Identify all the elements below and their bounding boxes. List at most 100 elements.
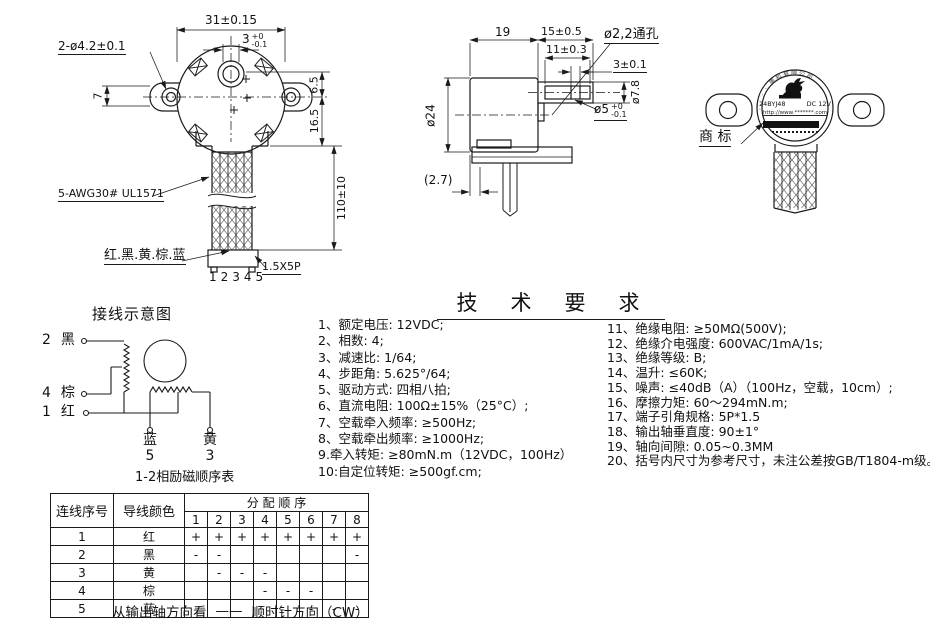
front-view-drawing xyxy=(102,27,342,273)
dim-side-shaft-length: 11±0.3 xyxy=(546,43,587,56)
pin-numbers: 12345 xyxy=(209,270,268,284)
tech-item: 14、温升: ≤60K; xyxy=(607,365,708,381)
side-cable xyxy=(502,163,518,217)
dim-front-shaft-tol: +0 -0.1 xyxy=(252,33,268,49)
seq-cell xyxy=(322,581,346,600)
seq-cell xyxy=(299,545,323,564)
terminal-3-yellow: 黄 3 xyxy=(200,432,220,464)
tech-item: 2、相数: 4; xyxy=(318,333,384,349)
step-col: 3 xyxy=(230,511,254,528)
seq-cell: + xyxy=(322,527,346,546)
dim-cable-length: 110±10 xyxy=(335,175,349,221)
terminal-color: 黑 xyxy=(60,332,75,348)
cable-spec-label: 5-AWG30# UL1571 xyxy=(58,187,164,203)
tech-item: 10:自定位转矩: ≥500gf.cm; xyxy=(318,463,482,479)
dim-boss-height: 6.5 xyxy=(307,76,321,94)
wire-color: 黑 xyxy=(113,545,185,564)
table-header-wire-color: 导线颜色 xyxy=(113,493,185,528)
table-row: 3 黄 - - - xyxy=(50,563,369,582)
tech-item: 8、空载牵出频率: ≥1000Hz; xyxy=(318,431,485,447)
dim-boss-dia: ø7.8 xyxy=(629,79,643,105)
tech-item: 7、空载牵入频率: ≥500Hz; xyxy=(318,414,477,430)
dim-body-dia: ø24 xyxy=(423,104,438,127)
table-row: 4 棕 - - - xyxy=(50,581,369,600)
terminal-num: 1 xyxy=(42,404,51,420)
label-model: 24BYJ48 xyxy=(759,100,786,108)
terminal-color: 蓝 xyxy=(143,432,157,448)
coil-horizontal xyxy=(149,385,193,394)
step-col: 4 xyxy=(253,511,277,528)
dim-side-hole-offset: 3±0.1 xyxy=(613,58,647,74)
dim-shaft-dia: ø5 +0 -0.1 xyxy=(594,102,627,121)
wire-no: 1 xyxy=(50,527,114,546)
wire-color: 棕 xyxy=(113,581,185,600)
seq-cell: + xyxy=(276,527,300,546)
dim-shaft-dia-tol: +0 -0.1 xyxy=(611,103,627,119)
tol-top: +0 xyxy=(251,32,264,41)
seq-cell: + xyxy=(230,527,254,546)
tech-requirements-left-column: 1、额定电压: 12VDC; 2、相数: 4; 3、减速比: 1/64; 4、步… xyxy=(318,317,572,480)
dim-mount-holes: 2-ø4.2±0.1 xyxy=(58,39,126,56)
seq-cell xyxy=(299,563,323,582)
hole-callout: ø2,2通孔 xyxy=(604,27,659,45)
trademark-view-drawing: · · · · 电机有限公司 xyxy=(705,69,885,214)
step-col: 2 xyxy=(207,511,231,528)
wire-color: 红 xyxy=(113,527,185,546)
front-centerlines xyxy=(143,36,330,142)
terminal-1-red: 1 红 xyxy=(42,404,75,420)
tech-item: 5、驱动方式: 四相八拍; xyxy=(318,382,451,398)
tech-item: 16、摩擦力矩: 60～294mN.m; xyxy=(607,394,788,410)
label-voltage: DC 12V xyxy=(806,100,831,108)
terminal-color: 黄 xyxy=(203,432,217,448)
seq-cell xyxy=(230,581,254,600)
step-col: 5 xyxy=(276,511,300,528)
label-url: http://www.*******.com xyxy=(762,110,828,116)
seq-cell: - xyxy=(345,599,369,618)
seq-cell: + xyxy=(184,527,208,546)
wire-no: 3 xyxy=(50,563,114,582)
tech-item: 1、额定电压: 12VDC; xyxy=(318,317,444,332)
view-note: 从输出轴方向看 xyxy=(112,605,207,621)
table-row: 1 红 + + + + + + + + xyxy=(50,527,369,546)
seq-cell: - xyxy=(253,563,277,582)
seq-cell xyxy=(230,545,254,564)
tech-requirements-title: 技 术 要 求 xyxy=(437,287,665,320)
label-logo-bird xyxy=(779,78,805,99)
dim-front-shaft-value: 3 xyxy=(242,32,250,46)
seq-cell: - xyxy=(230,563,254,582)
tech-item: 19、轴向间隙: 0.05~0.3MM xyxy=(607,438,774,454)
connector-spec-label: 1.5X5P xyxy=(262,260,301,276)
seq-cell xyxy=(253,545,277,564)
terminal-2-black: 2 黑 xyxy=(42,332,75,348)
wire-color: 蓝 xyxy=(113,599,185,618)
tech-item: 9.牵入转矩: ≥80mN.m（12VDC，100Hz） xyxy=(318,447,573,463)
wiring-diagram-linework xyxy=(80,337,214,434)
tech-item: 6、直流电阻: 100Ω±15%（25°C）; xyxy=(318,398,529,414)
tech-item: 15、噪声: ≤40dB（A）（100Hz，空载，10cm）; xyxy=(607,379,893,395)
tech-requirements-right-column: 11、绝缘电阻: ≥50MΩ(500V); 12、绝缘介电强度: 600VAC/… xyxy=(607,321,930,469)
front-housing xyxy=(195,131,269,153)
table-header-wire-no: 连线序号 xyxy=(50,493,114,528)
wire-colors-label: 红.黑.黄.棕.蓝 xyxy=(104,248,186,266)
seq-cell: + xyxy=(207,527,231,546)
seq-cell: - xyxy=(345,545,369,564)
side-dimensions xyxy=(444,37,630,196)
wiring-caption: 1-2相励磁顺序表 xyxy=(135,470,235,485)
seq-cell: + xyxy=(345,527,369,546)
seq-cell: + xyxy=(253,527,277,546)
step-col: 8 xyxy=(345,511,369,528)
seq-cell xyxy=(276,545,300,564)
tol-bot: -0.1 xyxy=(610,110,627,119)
step-col: 6 xyxy=(299,511,323,528)
label-barcode xyxy=(763,121,819,128)
trademark-callout: 商 标 xyxy=(699,129,732,148)
table-caption: 从输出轴方向看 —— 顺时针方向（CW） xyxy=(112,601,369,621)
coil-vertical xyxy=(122,343,131,393)
table-row: 5 蓝 - - - xyxy=(50,599,369,618)
dim-bracket-offset: (2.7) xyxy=(424,173,453,187)
phase-sequence-table: 连线序号 导线颜色 分 配 顺 序 1 2 3 4 5 6 7 8 1 红 + … xyxy=(50,493,369,618)
rotor-circle xyxy=(143,339,187,383)
table-row: 2 黑 - - - xyxy=(50,545,369,564)
terminal-num: 4 xyxy=(42,385,51,401)
